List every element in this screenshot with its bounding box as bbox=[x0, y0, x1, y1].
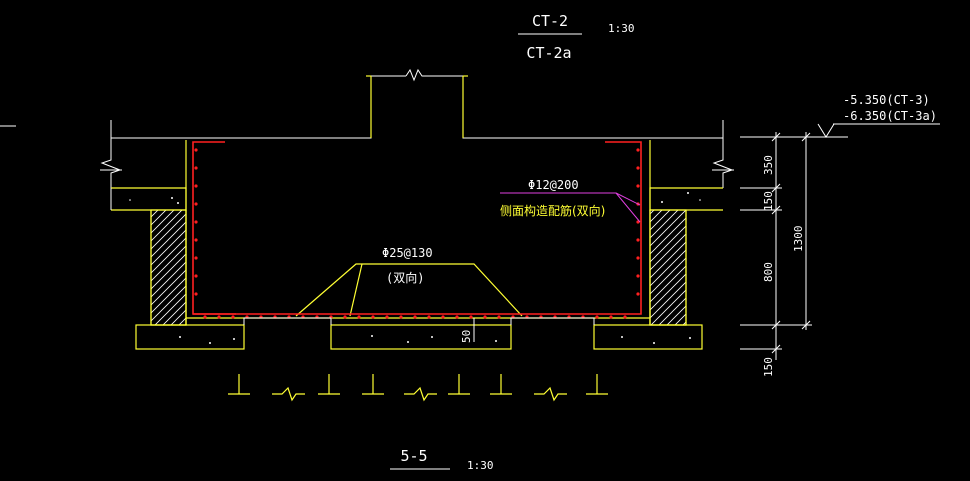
rebar-dot bbox=[636, 184, 640, 188]
dim-total: 1300 bbox=[792, 226, 805, 253]
elevation-top: -5.350(CT-3) bbox=[843, 93, 930, 107]
base-footing bbox=[135, 317, 703, 350]
left-ledge bbox=[110, 187, 187, 326]
rebar-dot bbox=[194, 256, 198, 260]
rebar-dots bbox=[194, 148, 640, 319]
rebar-dot bbox=[623, 315, 627, 319]
title-top: CT-2 bbox=[532, 12, 568, 30]
rebar-dot bbox=[636, 238, 640, 242]
elevation-marker: -5.350(CT-3) -6.350(CT-3a) bbox=[740, 93, 940, 138]
bottom-rebar-note: Φ25@130 (双向) bbox=[382, 246, 433, 285]
top-slab-outline bbox=[110, 68, 724, 139]
pit-outline bbox=[185, 140, 651, 325]
rebar-dot bbox=[343, 315, 347, 319]
rebar-dot bbox=[194, 274, 198, 278]
rebar-dot bbox=[194, 238, 198, 242]
rebar-dot bbox=[194, 202, 198, 206]
rebar-dot bbox=[385, 315, 389, 319]
rebar-dot bbox=[497, 315, 501, 319]
rebar-dot bbox=[636, 166, 640, 170]
sump-haunch bbox=[295, 263, 523, 317]
rebar-dot bbox=[636, 274, 640, 278]
pile-left bbox=[228, 374, 340, 402]
rebar-dot bbox=[636, 148, 640, 152]
rebar-dot bbox=[427, 315, 431, 319]
piles bbox=[228, 374, 608, 402]
elevation-bottom: -6.350(CT-3a) bbox=[843, 109, 937, 123]
rebar-dot bbox=[357, 315, 361, 319]
side-rebar-spec: Φ12@200 bbox=[528, 178, 579, 192]
pile-center bbox=[362, 374, 470, 402]
right-ledge bbox=[649, 187, 723, 326]
title-bottom: CT-2a bbox=[526, 44, 571, 62]
rebar-dot bbox=[469, 315, 473, 319]
pile-right bbox=[490, 374, 608, 402]
rebar-dot bbox=[194, 148, 198, 152]
rebar-dot bbox=[483, 315, 487, 319]
dim-150-bottom: 150 bbox=[762, 357, 775, 377]
dim-150-top: 150 bbox=[762, 191, 775, 211]
rebar-dot bbox=[194, 292, 198, 296]
rebar-dot bbox=[595, 315, 599, 319]
cover-dimension: 50 bbox=[460, 318, 475, 343]
right-break-mark bbox=[712, 138, 734, 188]
rebar-dot bbox=[371, 315, 375, 319]
rebar-dot bbox=[217, 315, 221, 319]
rebar-dot bbox=[194, 220, 198, 224]
dim-800: 800 bbox=[762, 262, 775, 282]
side-rebar-label: 侧面构造配筋(双向) bbox=[500, 203, 605, 218]
rebar-dot bbox=[203, 315, 207, 319]
left-break-mark bbox=[100, 138, 122, 188]
bottom-rebar-spec: Φ25@130 bbox=[382, 246, 433, 260]
bottom-rebar-label: (双向) bbox=[386, 270, 424, 285]
rebar-dot bbox=[194, 184, 198, 188]
section-id: 5-5 bbox=[400, 447, 427, 465]
title-scale: 1:30 bbox=[608, 22, 635, 35]
side-rebar-note: Φ12@200 侧面构造配筋(双向) bbox=[500, 178, 641, 223]
rebar-dot bbox=[441, 315, 445, 319]
rebar-cage bbox=[192, 141, 642, 315]
rebar-dot bbox=[455, 315, 459, 319]
rebar-dot bbox=[636, 256, 640, 260]
cover-label: 50 bbox=[460, 330, 473, 343]
rebar-dot bbox=[194, 166, 198, 170]
rebar-dot bbox=[609, 315, 613, 319]
rebar-dot bbox=[231, 315, 235, 319]
rebar-dot bbox=[399, 315, 403, 319]
dim-350: 350 bbox=[762, 155, 775, 175]
section-scale: 1:30 bbox=[467, 459, 494, 472]
rebar-dot bbox=[636, 292, 640, 296]
rebar-dot bbox=[413, 315, 417, 319]
section-label: 5-5 1:30 bbox=[390, 447, 494, 472]
title-block: CT-2 CT-2a 1:30 bbox=[518, 12, 635, 62]
dimension-chain: 350 150 800 150 1300 bbox=[740, 132, 812, 377]
